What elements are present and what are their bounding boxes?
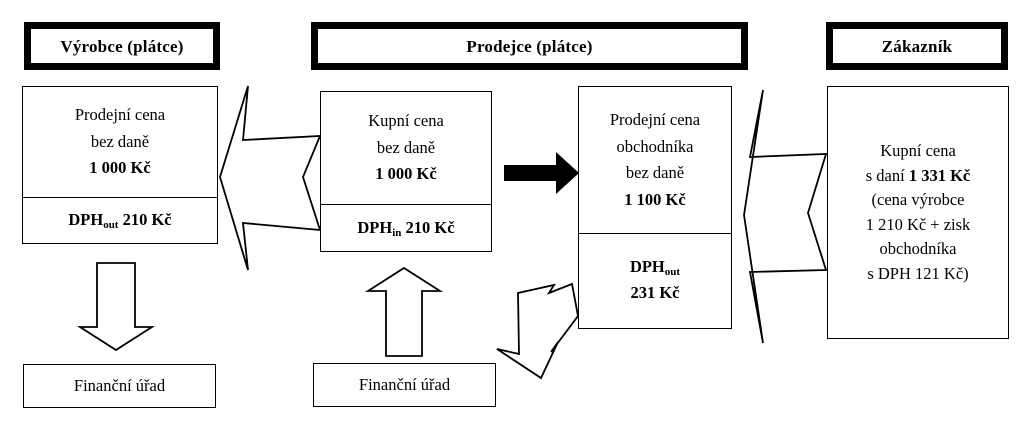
seller-purchase-price-cell: Kupní cena bez daně 1 000 Kč [321,92,491,204]
chevron-left-customer-payment-icon [743,89,828,344]
manufacturer-vat-text: DPHout 210 Kč [68,207,171,234]
seller-sale-amount: 1 100 Kč [624,189,686,209]
seller-purchase-vat-subscript: in [392,226,402,239]
seller-sale-box: Prodejní cena obchodníka bez daně 1 100 … [578,86,732,329]
seller-purchase-vat-amount: 210 Kč [405,217,455,237]
seller-purchase-line-1: Kupní cena [368,111,444,131]
customer-line-4: 1 210 Kč + zisk [865,214,971,234]
seller-sale-line-2: obchodníka [616,136,694,156]
seller-sale-vat-subscript: out [664,265,681,278]
seller-purchase-vat-prefix: DPH [357,217,393,237]
seller-purchase-box: Kupní cena bez daně 1 000 Kč DPHin 210 K… [320,91,492,252]
seller-sale-price-cell: Prodejní cena obchodníka bez daně 1 100 … [579,87,731,233]
header-customer-label: Zákazník [881,36,953,56]
seller-sale-vat-label: DPHout [630,254,680,281]
solid-arrow-right-goods-flow-icon [504,152,579,194]
header-seller: Prodejce (plátce) [311,22,748,70]
chevron-left-manufacturer-to-seller-icon [219,85,322,271]
header-customer: Zákazník [826,22,1008,70]
seller-purchase-line-2: bez daně [376,137,436,157]
outline-arrow-down-manufacturer-vat-icon [76,262,156,352]
header-manufacturer-plate: Výrobce (plátce) [31,29,213,63]
manufacturer-price-amount: 1 000 Kč [89,158,151,178]
manufacturer-price-line-2: bez daně [90,131,150,151]
seller-sale-vat-cell: DPHout 231 Kč [579,233,731,326]
header-seller-plate: Prodejce (plátce) [318,29,741,63]
seller-sale-line-3: bez daně [625,163,685,182]
header-manufacturer: Výrobce (plátce) [24,22,220,70]
outline-arrow-up-seller-vat-icon [364,266,444,357]
manufacturer-vat-subscript: out [103,218,119,231]
customer-line-3: (cena výrobce [871,190,965,209]
tax-office-seller-box: Finanční úřad [313,363,496,407]
customer-line-6: s DPH 121 Kč) [867,263,969,283]
seller-purchase-vat-text: DPHin 210 Kč [357,215,454,242]
seller-purchase-vat-cell: DPHin 210 Kč [321,204,491,251]
tax-office-manufacturer-label: Finanční úřad [73,375,166,395]
header-seller-label: Prodejce (plátce) [466,36,593,56]
bent-outline-arrow-seller-vat-from-sale-icon [496,282,579,380]
customer-line-2-bold: 1 331 Kč [908,165,971,185]
manufacturer-vat-cell: DPHout 210 Kč [23,197,217,242]
manufacturer-price-cell: Prodejní cena bez daně 1 000 Kč [23,87,217,197]
customer-line-1: Kupní cena [880,141,956,160]
tax-office-manufacturer-box: Finanční úřad [23,364,216,408]
seller-sale-vat-amount: 231 Kč [630,283,680,302]
customer-line-5: obchodníka [879,239,957,258]
customer-line-2: s daní 1 331 Kč [866,164,971,189]
header-customer-plate: Zákazník [833,29,1001,63]
seller-sale-line-1: Prodejní cena [609,110,701,129]
manufacturer-vat-prefix: DPH [68,209,104,229]
seller-purchase-amount: 1 000 Kč [375,164,437,184]
customer-price-box: Kupní cena s daní 1 331 Kč (cena výrobce… [827,86,1009,339]
tax-office-seller-label: Finanční úřad [358,374,451,394]
manufacturer-price-line-1: Prodejní cena [74,105,166,125]
customer-line-2-plain: s daní [865,165,909,185]
customer-price-cell: Kupní cena s daní 1 331 Kč (cena výrobce… [828,87,1008,338]
header-manufacturer-label: Výrobce (plátce) [60,36,184,56]
seller-sale-vat-prefix: DPH [629,256,665,276]
manufacturer-vat-amount: 210 Kč [122,209,172,229]
manufacturer-price-box: Prodejní cena bez daně 1 000 Kč DPHout 2… [22,86,218,244]
